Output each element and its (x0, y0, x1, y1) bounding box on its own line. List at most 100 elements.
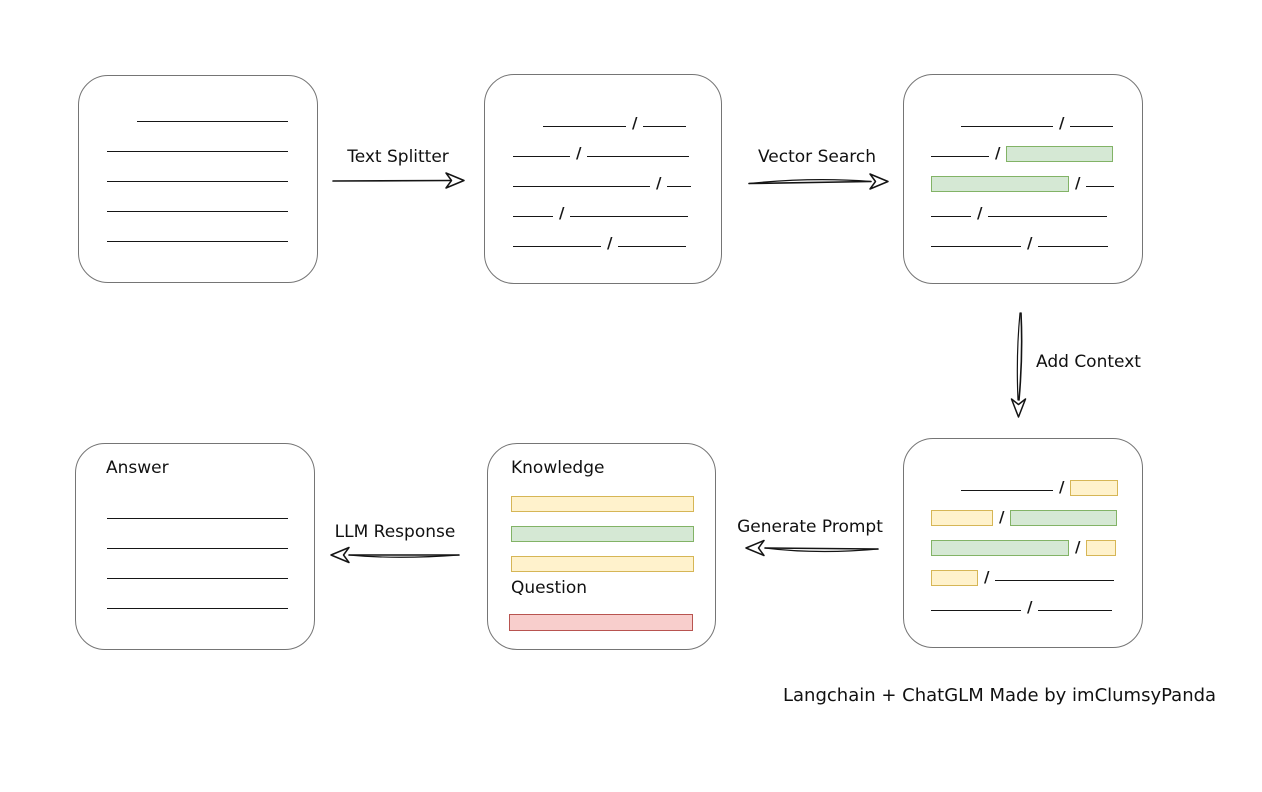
node-split-chunks: ///// (484, 74, 722, 284)
text-line (961, 490, 1053, 491)
yellow-chunk (931, 510, 993, 526)
chunk-row (107, 182, 288, 212)
text-splitter-label: Text Splitter (347, 147, 449, 167)
knowledge-bar (511, 556, 694, 572)
text-line (107, 181, 288, 182)
text-splitter-arrow (332, 179, 451, 182)
chunk-row: / (931, 187, 1114, 221)
add-context-label: Add Context (1036, 352, 1141, 372)
text-line (961, 126, 1053, 127)
text-line (618, 246, 687, 247)
green-chunk (1010, 510, 1118, 526)
text-line (931, 216, 971, 217)
chunk-row (107, 489, 288, 519)
text-line (107, 241, 288, 242)
chunk-row (107, 579, 288, 609)
text-line (513, 216, 553, 217)
chunk-row (107, 549, 288, 579)
text-line (931, 156, 989, 157)
chunk-row: / (961, 97, 1114, 131)
diagram-caption: Langchain + ChatGLM Made by imClumsyPand… (783, 685, 1217, 706)
text-line (1086, 186, 1115, 187)
node-prompt: Knowledge Question (487, 443, 716, 650)
chunk-row: / (513, 217, 691, 251)
chunk-row: / (513, 127, 691, 161)
yellow-chunk (931, 570, 978, 586)
text-line (107, 518, 288, 519)
llm-response-arrow-stroke2 (348, 554, 460, 558)
text-line (931, 246, 1021, 247)
text-line (513, 246, 601, 247)
text-line (513, 186, 650, 187)
chunk-row: / (543, 97, 691, 131)
chunk-row: / (931, 581, 1118, 615)
text-line (643, 126, 687, 127)
text-line (667, 186, 692, 187)
separator-slash: / (656, 174, 662, 192)
separator-slash: / (999, 508, 1005, 526)
chunk-row: / (961, 461, 1119, 496)
separator-slash: / (995, 144, 1001, 162)
context-chunk-rows: ///// (931, 461, 1119, 615)
green-chunk (931, 176, 1069, 192)
text-line (107, 578, 288, 579)
text-line (107, 211, 288, 212)
vector-search-arrow (748, 180, 872, 185)
node-context-chunks: ///// (903, 438, 1143, 648)
generate-prompt-arrow-stroke2 (764, 547, 879, 553)
knowledge-bar (511, 526, 694, 542)
answer-lines (107, 489, 288, 609)
chunk-row: / (931, 157, 1115, 192)
text-line (995, 580, 1115, 581)
chunk-row: / (513, 157, 692, 191)
text-line (1038, 246, 1109, 247)
question-bar (509, 614, 693, 631)
text-line (543, 126, 626, 127)
generate-prompt-arrowhead (745, 539, 765, 557)
knowledge-label: Knowledge (511, 458, 605, 478)
knowledge-bar (511, 496, 694, 512)
question-label: Question (511, 578, 588, 598)
separator-slash: / (1027, 234, 1033, 252)
chunk-row (107, 519, 288, 549)
answer-label: Answer (106, 458, 169, 478)
text-line (513, 156, 570, 157)
chunk-row (107, 152, 288, 182)
chunk-row: / (931, 127, 1114, 162)
add-context-arrow (1018, 312, 1023, 401)
chunk-row: / (513, 187, 691, 221)
text-line (107, 151, 288, 152)
text-line (107, 548, 288, 549)
separator-slash: / (576, 144, 582, 162)
vector-search-arrow-stroke2 (748, 179, 872, 185)
add-context-arrow-stroke2 (1016, 312, 1021, 401)
text-line (1038, 610, 1113, 611)
chunk-row: / (931, 491, 1118, 526)
yellow-chunk (1070, 480, 1119, 496)
separator-slash: / (1059, 114, 1065, 132)
green-chunk (1006, 146, 1114, 162)
separator-slash: / (984, 568, 990, 586)
separator-slash: / (1075, 174, 1081, 192)
text-line (988, 216, 1108, 217)
yellow-chunk (1086, 540, 1117, 556)
text-splitter-arrowhead (445, 172, 465, 189)
node-matched-chunks: ///// (903, 74, 1143, 284)
vector-search-label: Vector Search (758, 147, 876, 167)
separator-slash: / (1075, 538, 1081, 556)
generate-prompt-label: Generate Prompt (737, 517, 883, 537)
llm-response-arrowhead (330, 546, 350, 564)
add-context-arrowhead (1010, 398, 1027, 418)
text-line (931, 610, 1021, 611)
separator-slash: / (607, 234, 613, 252)
split-chunk-rows: ///// (513, 97, 692, 251)
green-chunk (931, 540, 1069, 556)
node-answer: Answer (75, 443, 315, 650)
chunk-row (137, 92, 288, 122)
text-line (1070, 126, 1114, 127)
node-source-document (78, 75, 318, 283)
vector-search-arrowhead (869, 173, 889, 190)
separator-slash: / (1059, 478, 1065, 496)
text-line (107, 608, 288, 609)
